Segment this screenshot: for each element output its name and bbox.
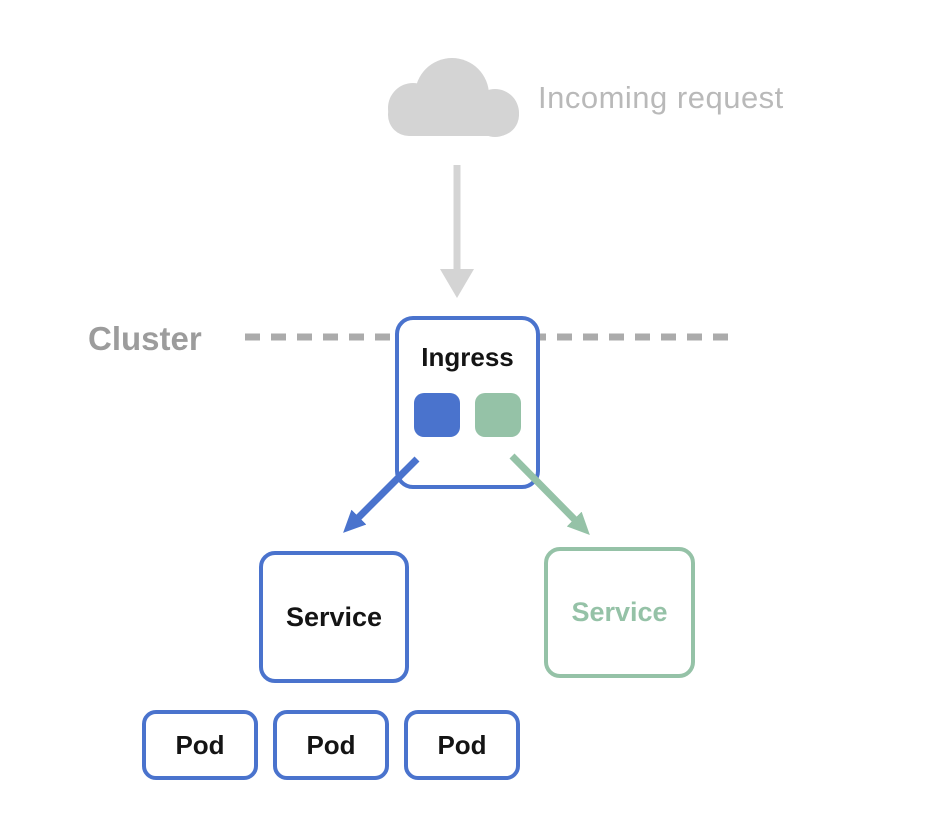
pod-row: Pod Pod Pod [142, 710, 520, 780]
down-arrow-icon [440, 165, 474, 298]
service-blue-label: Service [285, 601, 383, 632]
ingress-route-swatches [414, 393, 521, 437]
pod-box-3: Pod [404, 710, 520, 780]
cluster-label: Cluster [88, 320, 202, 357]
service-box-blue: Service [259, 551, 409, 683]
pod-box-1: Pod [142, 710, 258, 780]
ingress-green-route-swatch [475, 393, 521, 437]
pod-3-label: Pod [437, 729, 487, 760]
ingress-blue-route-swatch [414, 393, 460, 437]
service-box-green: Service [544, 547, 695, 678]
service-green-label: Service [571, 597, 668, 627]
cloud-icon [388, 58, 519, 137]
ingress-box: Ingress [395, 316, 540, 489]
pod-box-2: Pod [273, 710, 389, 780]
pod-2-label: Pod [306, 729, 356, 760]
incoming-request-label: Incoming request [538, 80, 784, 115]
pod-1-label: Pod [175, 729, 225, 760]
ingress-label: Ingress [421, 342, 514, 372]
